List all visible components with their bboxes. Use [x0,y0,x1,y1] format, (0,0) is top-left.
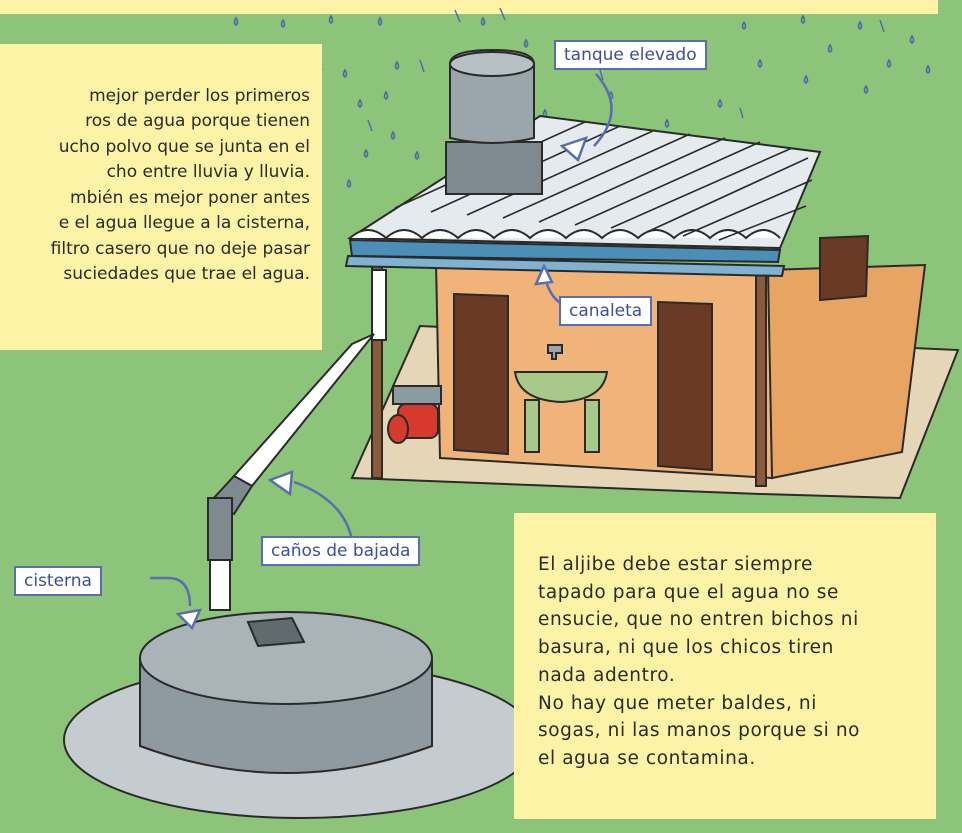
door-left-icon [453,292,509,456]
note-cover-cistern-text: El aljibe debe estar siempre tapado para… [538,553,861,769]
cistern-aljibe [63,611,537,819]
label-canos-de-bajada: caños de bajada [261,536,421,566]
sink-icon [513,344,609,453]
downpipe-bajada [207,269,387,611]
note-cover-cistern: El aljibe debe estar siempre tapado para… [514,513,936,819]
top-note-strip [0,0,938,14]
label-cisterna: cisterna [14,566,102,596]
water-pump-icon [387,385,442,444]
elevated-tank-icon [445,48,543,195]
door-right-icon [657,300,713,472]
gutter-canaleta [344,254,786,278]
label-tanque-elevado: tanque elevado [554,40,707,70]
corrugated-roof [346,114,822,264]
label-canaleta: canaleta [559,296,653,326]
cistern-lid-icon [246,616,306,648]
note-first-flush: mejor perder los primeros ros de agua po… [0,44,322,350]
note-first-flush-text: mejor perder los primeros ros de agua po… [50,85,310,285]
side-window-icon [819,234,870,302]
